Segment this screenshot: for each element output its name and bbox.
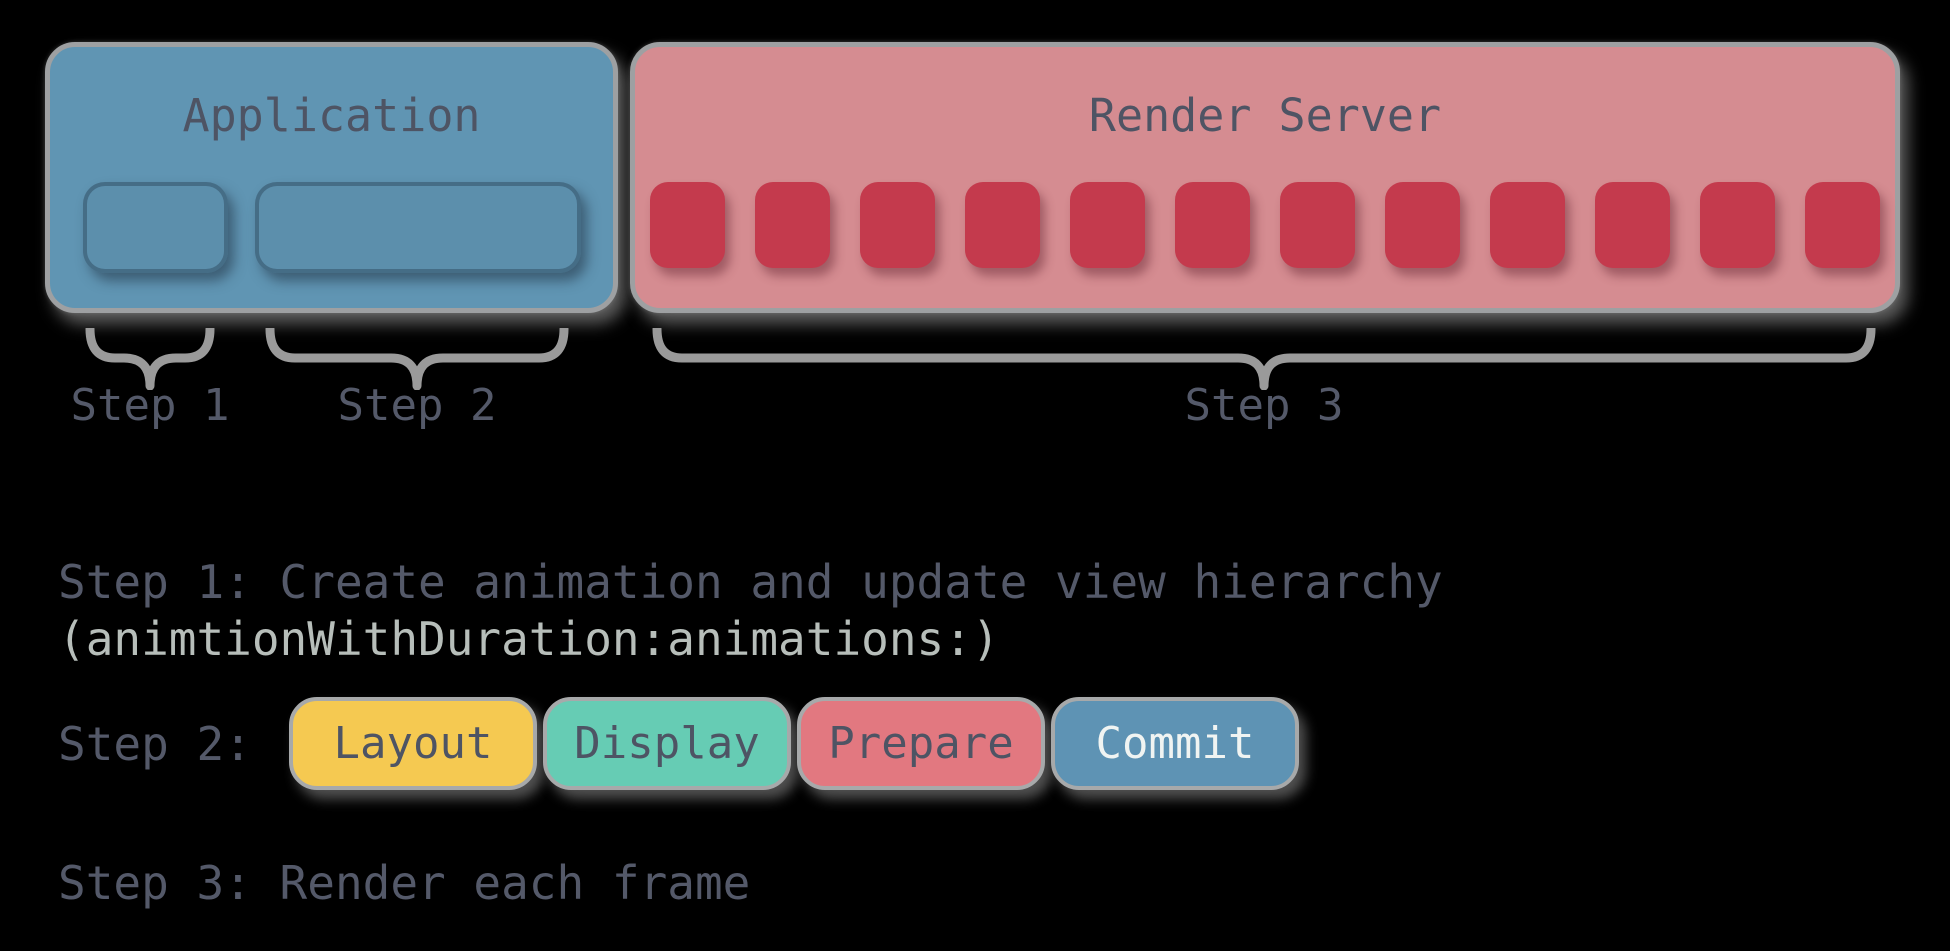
frame-square	[1805, 182, 1880, 268]
display-pill: Display	[543, 697, 791, 790]
frame-square	[1175, 182, 1250, 268]
render-server-box: Render Server	[630, 42, 1900, 313]
frame-square	[1595, 182, 1670, 268]
render-server-title: Render Server	[1088, 89, 1442, 142]
step-3-brace	[652, 328, 1876, 390]
step-1-brace	[85, 328, 215, 390]
application-box: Application	[45, 42, 618, 313]
frame-square	[1385, 182, 1460, 268]
frame-square	[1280, 182, 1355, 268]
layout-pill: Layout	[289, 697, 537, 790]
step1-code-line: (animtionWithDuration:animations:)	[58, 612, 1000, 666]
frame-row	[635, 182, 1895, 268]
animation-create-box	[83, 182, 228, 273]
frame-square	[860, 182, 935, 268]
phase-pill-row: Layout Display Prepare Commit	[289, 697, 1299, 790]
step3-description: Step 3: Render each frame	[58, 856, 751, 910]
step1-description: Step 1: Create animation and update view…	[58, 555, 1443, 609]
prepare-pill: Prepare	[797, 697, 1045, 790]
step-2-label: Step 2	[337, 380, 497, 431]
frame-square	[650, 182, 725, 268]
step-2-brace	[265, 328, 569, 390]
commit-transaction-box	[255, 182, 581, 273]
frame-square	[1070, 182, 1145, 268]
frame-square	[1490, 182, 1565, 268]
step-1-label: Step 1	[70, 380, 230, 431]
step2-prefix-label: Step 2:	[58, 717, 252, 771]
step-3-label: Step 3	[1184, 380, 1344, 431]
application-title: Application	[182, 89, 481, 142]
commit-pill: Commit	[1051, 697, 1299, 790]
frame-square	[965, 182, 1040, 268]
frame-square	[1700, 182, 1775, 268]
frame-square	[755, 182, 830, 268]
